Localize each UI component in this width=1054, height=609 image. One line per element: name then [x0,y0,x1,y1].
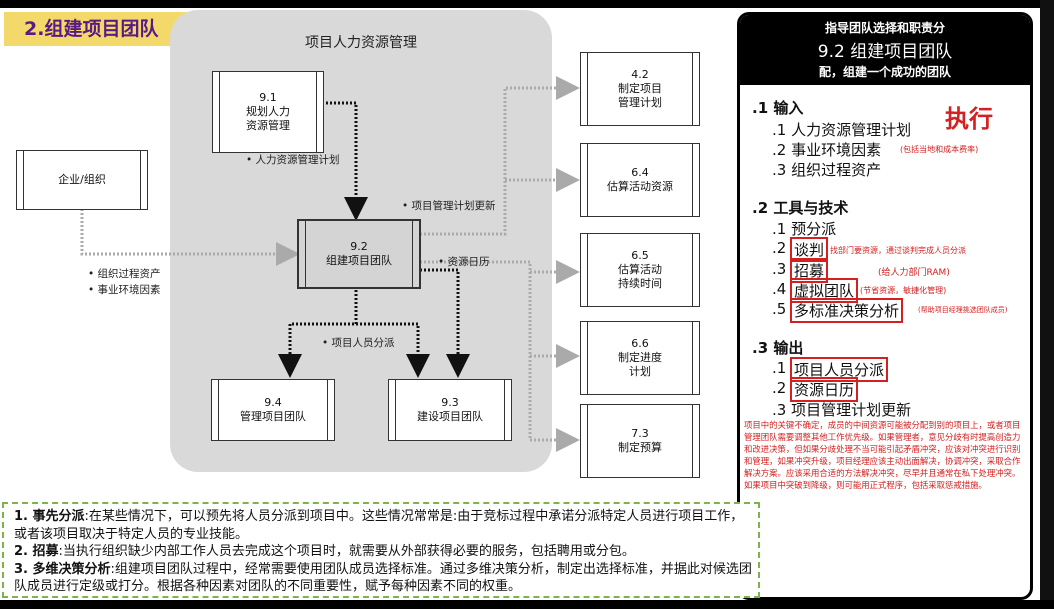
note-3-title: 3. 多维决策分析 [14,561,111,577]
tool-3-index: .3 [772,260,787,278]
process-9-3: 9.3 建设项目团队 [388,379,512,441]
input-2-note: (包括当地和成本费率) [900,145,979,154]
note-2: 2. 招募:当执行组织缺少内部工作人员去完成这个项目时，就需要从外部获得必要的服… [14,543,752,561]
notes-box: 1. 事先分派:在某些情况下，可以预先将人员分派到项目中。这些情况常常是:由于竞… [2,502,760,598]
process-7-3: 7.3 制定预算 [580,404,700,478]
arrow-92-to-94 [278,290,358,378]
arrow-92-to-66 [528,272,580,368]
tool-5-note: (帮助项目经理挑选团队成员) [918,306,1008,314]
bottom-border [0,600,1054,609]
arrow-92-to-93-b [420,268,470,378]
tool-negotiation: 谈判 [790,237,829,262]
arrow-92-to-65 [420,260,580,284]
label-pm-plan-update: • 项目管理计划更新 [402,200,496,212]
tool-virtual-team: 虚拟团队 [790,278,859,303]
arrow-org-to-92 [80,209,300,266]
label-env-factors: • 事业环境因素 [88,284,161,296]
note-3-text: :组建项目团队过程中，经常需要使用团队成员选择标准。通过多维决策分析，制定出选择… [14,561,752,595]
input-2: .2 事业环境因素 [772,141,882,159]
arrow-91-to-92 [322,101,368,221]
input-1: .1 人力资源管理计划 [772,121,912,139]
tool-4-note: (节省资源，敏捷化管理) [860,286,947,295]
process-4-2: 4.2 制定项目 管理计划 [580,52,700,126]
note-1: 1. 事先分派:在某些情况下，可以预先将人员分派到项目中。这些情况常常是:由于竞… [14,508,752,543]
process-6-4: 6.4 估算活动资源 [580,143,700,217]
top-border [0,0,1054,8]
label-org-assets: • 组织过程资产 [88,268,161,280]
input-3: .3 组织过程资产 [772,161,882,179]
conflict-note-paragraph: 项目中的关键不确定，成员的中间资源可能被分配到别的项目上，或者项目管理团队需要调… [744,420,1021,490]
process-6-6: 6.6 制定进度 计划 [580,321,700,395]
process-summary-panel: 指导团队选择和职责分 9.2 组建项目团队 配，组建一个成功的团队 .1 输入 … [737,12,1033,600]
tool-5-index: .5 [772,300,787,318]
output-2-index: .2 [772,379,787,397]
tool-mcda: 多标准决策分析 [790,298,904,323]
arrow-92-to-73 [528,356,580,452]
header-line-2: 9.2 组建项目团队 [817,42,953,62]
outputs-heading: .3 输出 [752,339,804,357]
output-resource-calendar: 资源日历 [790,377,859,402]
header-line-3: 配，组建一个成功的团队 [818,65,951,79]
tool-2-note: 找部门要资源，通过谈判完成人员分派 [830,246,966,255]
label-hr-plan: • 人力资源管理计划 [246,154,340,166]
hr-panel-title: 项目人力资源管理 [305,35,417,51]
label-resource-calendar: • 资源日历 [438,256,490,268]
output-1-index: .1 [772,359,787,377]
note-1-text: :在某些情况下，可以预先将人员分派到项目中。这些情况常常是:由于竞标过程中承诺分… [14,509,744,542]
inputs-heading: .1 输入 [752,99,804,117]
process-9-4: 9.4 管理项目团队 [211,379,335,441]
enterprise-organization-box: 企业/组织 [16,150,148,210]
arrow-92-to-93-a [356,322,430,378]
flow-connectors [80,76,580,452]
output-staff-assignments: 项目人员分派 [790,357,889,382]
exec-label: 执行 [945,105,993,133]
process-9-1: 9.1 规划人力 资源管理 [212,71,324,153]
panel-header: 指导团队选择和职责分 9.2 组建项目团队 配，组建一个成功的团队 [740,15,1030,85]
header-line-1: 指导团队选择和职责分 [824,21,945,35]
arrow-92-to-42 [420,76,580,236]
tool-3-note: (给人力部门RAM) [878,268,950,278]
tools-heading: .2 工具与技术 [752,199,849,217]
note-1-title: 1. 事先分派 [14,509,85,524]
note-2-title: 2. 招募 [14,544,59,559]
tool-2-index: .2 [772,239,787,257]
process-9-2: 9.2 组建项目团队 [297,219,421,289]
note-2-text: :当执行组织缺少内部工作人员去完成这个项目时，就需要从外部获得必要的服务，包括聘… [58,544,635,559]
output-3: .3 项目管理计划更新 [772,401,912,419]
tool-acquisition: 招募 [790,258,829,283]
process-6-5: 6.5 估算活动 持续时间 [580,233,700,307]
label-staff-assign: • 项目人员分派 [322,337,395,349]
tool-4-index: .4 [772,280,787,298]
right-edge [1040,0,1054,609]
tool-1: .1 预分派 [772,220,837,238]
note-3: 3. 多维决策分析:组建项目团队过程中，经常需要使用团队成员选择标准。通过多维决… [14,561,752,596]
